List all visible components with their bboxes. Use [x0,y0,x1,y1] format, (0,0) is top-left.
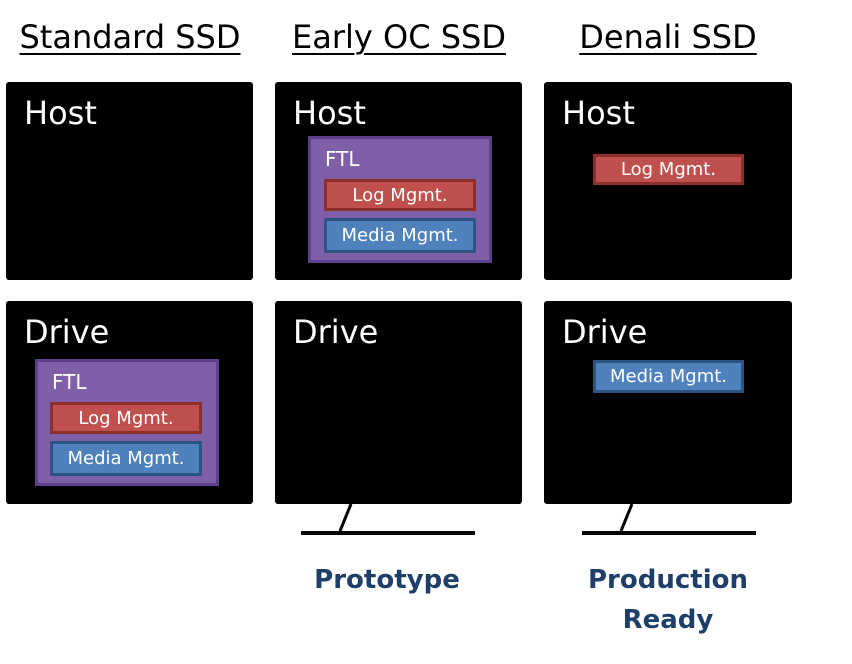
standard-media-mgmt-box: Media Mgmt. [50,441,202,476]
standard-host-label: Host [24,94,97,132]
standard-ftl-label: FTL [52,370,87,394]
column-title-early-oc-ssd: Early OC SSD [292,18,506,56]
denali-caption-line-2: Ready [622,605,714,635]
early-oc-media-mgmt-box: Media Mgmt. [324,218,476,253]
denali-host-panel: Host Log Mgmt. [544,82,792,280]
early-oc-caption: Prototype [314,565,460,595]
denali-caption-line-1: Production [588,565,748,595]
early-oc-log-mgmt-box: Log Mgmt. [324,179,476,211]
early-oc-host-panel: Host FTL Log Mgmt. Media Mgmt. [275,82,522,280]
standard-log-mgmt-box: Log Mgmt. [50,402,202,434]
early-oc-drive-label: Drive [293,313,379,351]
early-oc-monitor-stand [301,503,475,535]
denali-monitor-stand [582,503,756,535]
standard-drive-panel: Drive FTL Log Mgmt. Media Mgmt. [6,301,253,504]
column-title-standard-ssd: Standard SSD [19,18,241,56]
denali-log-mgmt-box: Log Mgmt. [593,154,744,185]
denali-drive-label: Drive [562,313,648,351]
standard-drive-label: Drive [24,313,110,351]
standard-ftl-box: FTL Log Mgmt. Media Mgmt. [35,359,219,486]
denali-drive-panel: Drive Media Mgmt. [544,301,792,504]
standard-host-panel: Host [6,82,253,280]
column-title-denali-ssd: Denali SSD [579,18,757,56]
early-oc-ftl-box: FTL Log Mgmt. Media Mgmt. [308,136,492,263]
denali-host-label: Host [562,94,635,132]
early-oc-ftl-label: FTL [325,147,360,171]
early-oc-drive-panel: Drive [275,301,522,504]
denali-media-mgmt-box: Media Mgmt. [593,360,744,393]
early-oc-host-label: Host [293,94,366,132]
denali-caption: Production Ready [588,560,748,640]
